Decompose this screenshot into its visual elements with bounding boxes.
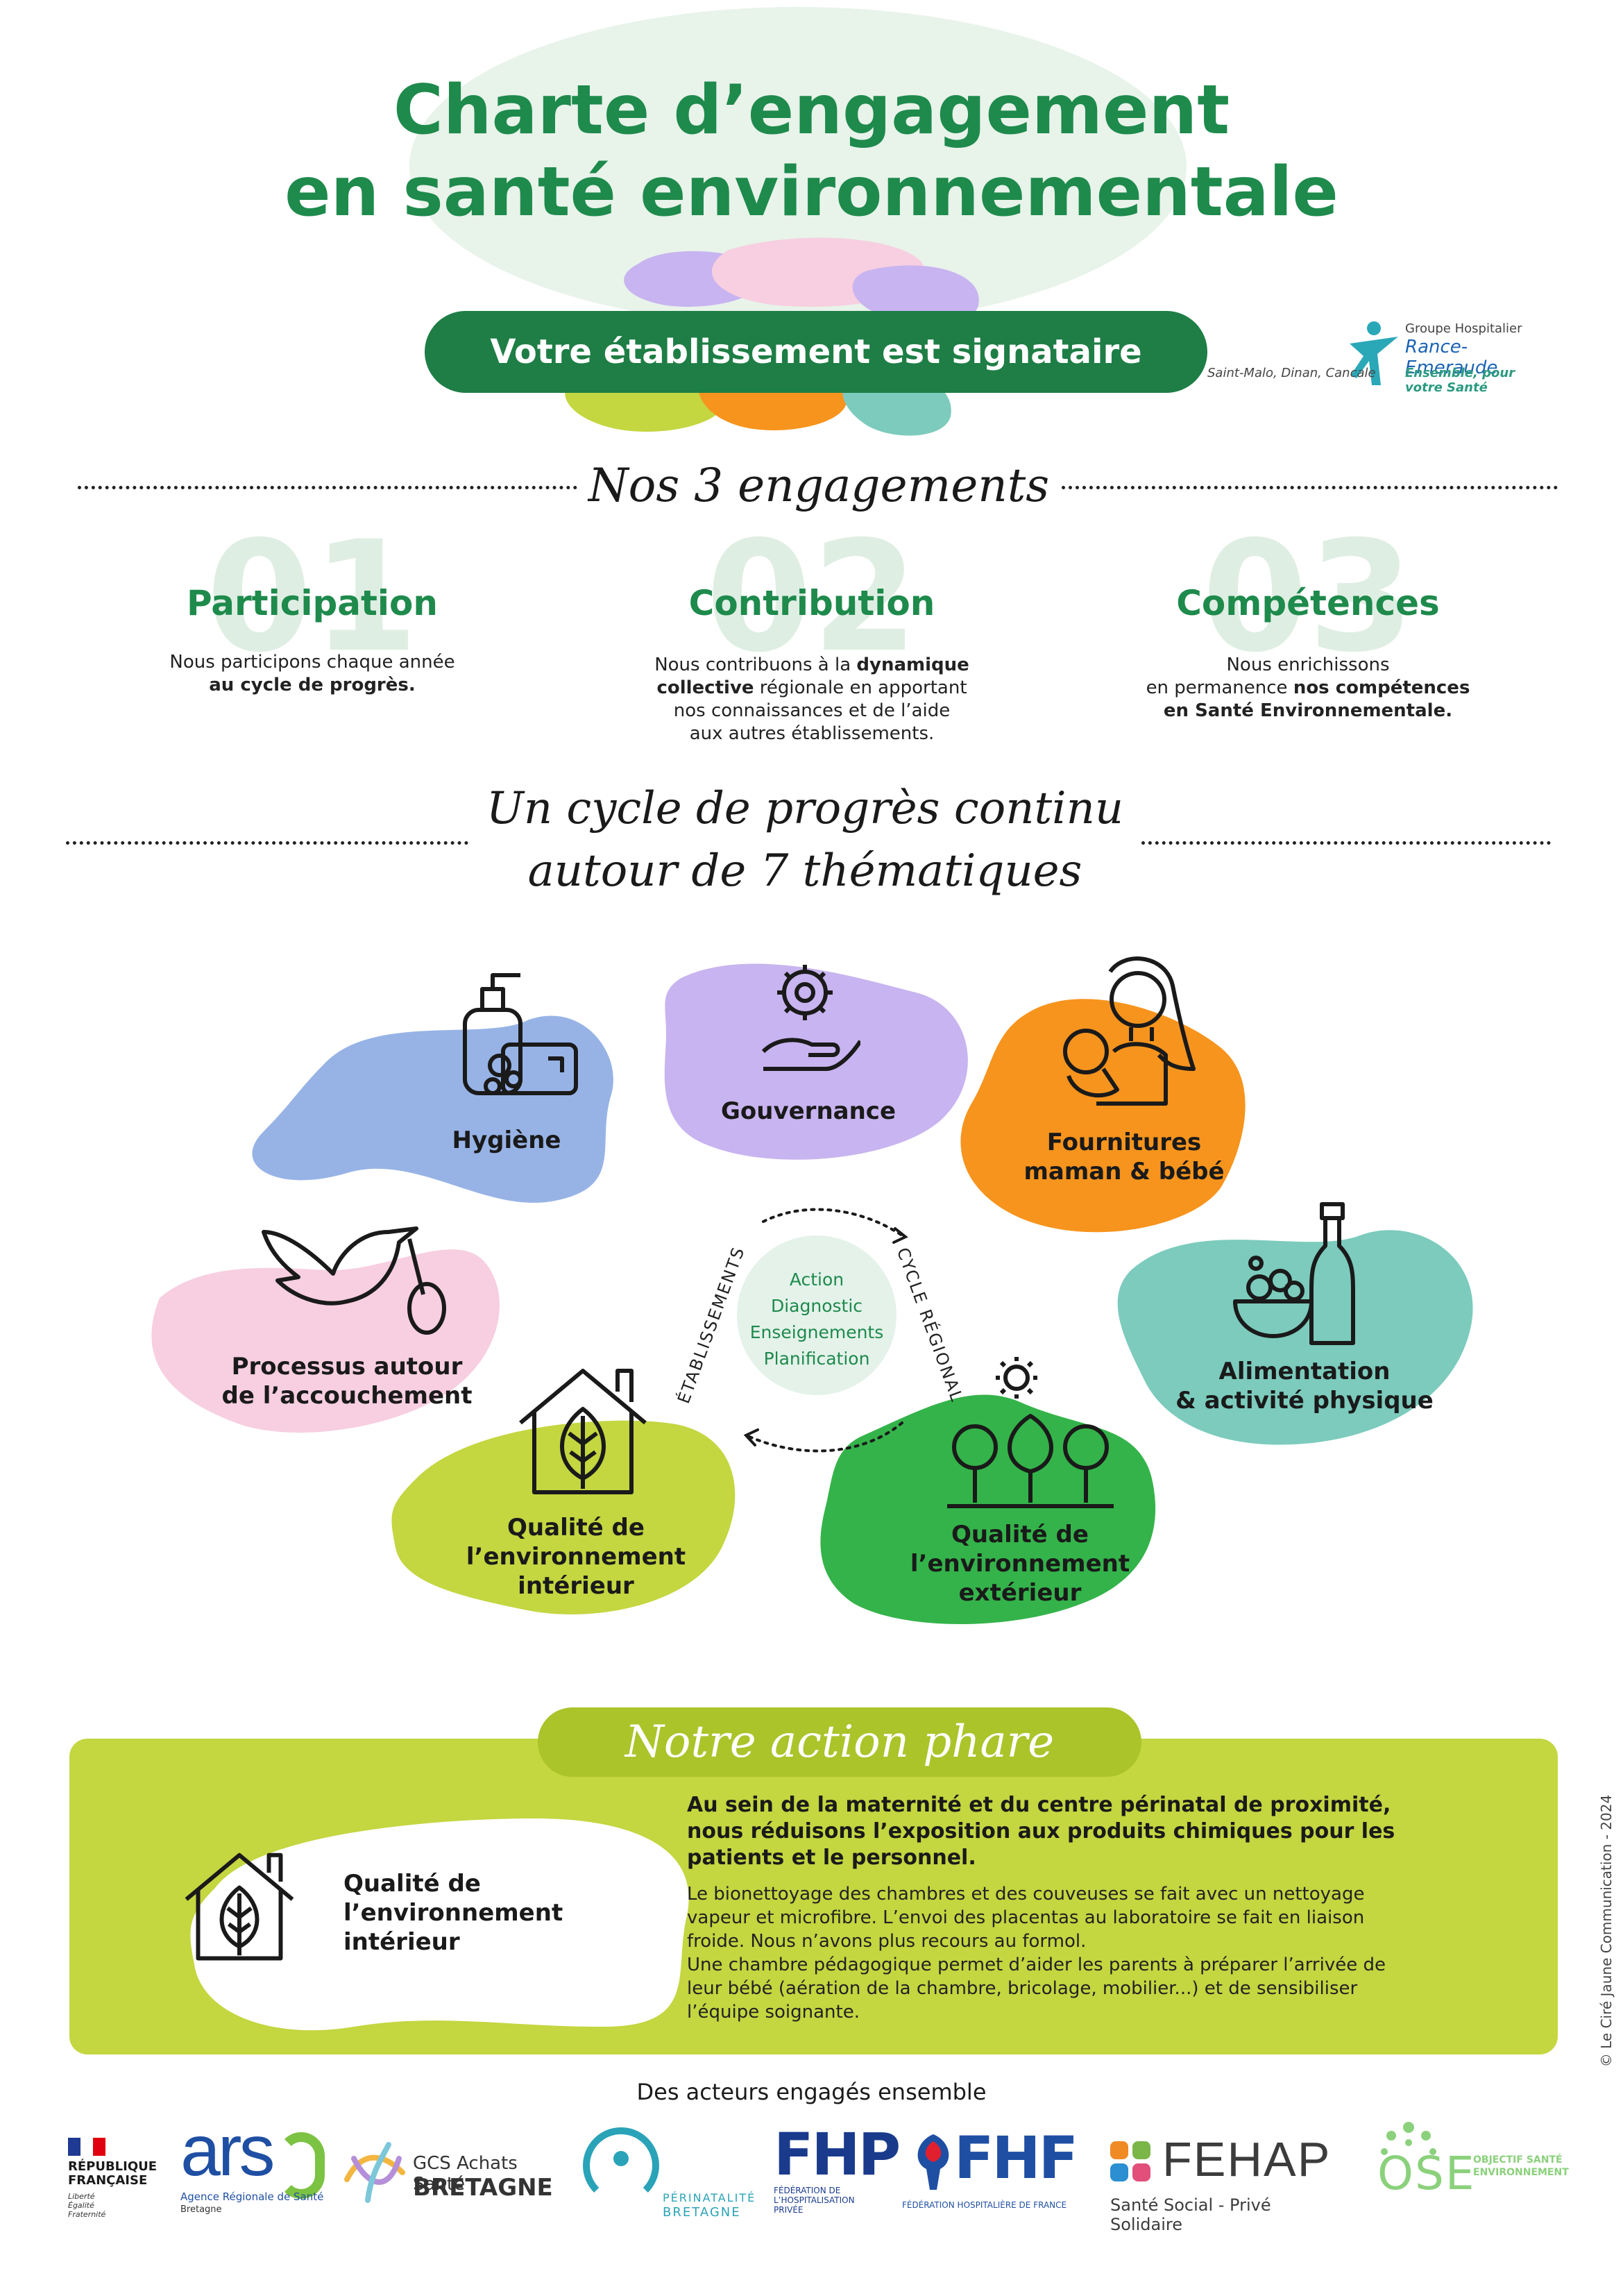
cycle-item-enseignements: Enseignements — [749, 1322, 884, 1342]
footer-heading: Des acteurs engagés ensemble — [636, 2079, 987, 2105]
engagement-title-participation: Participation — [186, 583, 439, 623]
theme-hygiene-label: Hygiène — [452, 1126, 561, 1154]
interieur-blob — [391, 1420, 736, 1614]
logo-gcs-achats-sante: GCS Achats Santé BRETAGNE — [340, 2138, 569, 2214]
theme-interieur-label: Qualité de l’environnement intérieur — [466, 1514, 686, 1600]
cycle-heading: Un cycle de progrès continu autour de 7 … — [486, 783, 1124, 897]
trees-sun-icon — [947, 1357, 1114, 1508]
partner-org-line1: Groupe Hospitalier — [1405, 321, 1522, 336]
french-flag-icon — [68, 2138, 105, 2156]
fournitures-blob — [960, 999, 1246, 1233]
hygiene-blob — [252, 1015, 613, 1203]
signatory-banner: Votre établissement est signataire — [425, 311, 1207, 393]
fhf-tree-icon — [917, 2134, 949, 2190]
action-theme-label: Qualité de l’environnement intérieur — [343, 1870, 563, 1956]
engagement-number-03: 03 — [1201, 508, 1415, 686]
theme-gouvernance-label: Gouvernance — [720, 1097, 897, 1125]
gouvernance-blob — [664, 963, 968, 1160]
copyright-credit: © Le Ciré Jaune Communication - 2024 — [1598, 1794, 1615, 2068]
action-house-leaf-icon — [185, 1852, 294, 1961]
partner-places: Saint-Malo, Dinan, Cancale — [1207, 366, 1376, 380]
engagement-title-contribution: Contribution — [688, 583, 935, 623]
partner-slogan: Ensemble, pour votre Santé — [1405, 366, 1515, 395]
cycle-item-action: Action — [789, 1269, 844, 1290]
header-background-shapes — [409, 7, 1187, 436]
logo-ars: ars Agence Régionale de Santé Bretagne — [180, 2111, 325, 2215]
cycle-divider-left — [66, 841, 468, 845]
engagement-text-competences: Nous enrichissons en permanence nos comp… — [1146, 655, 1470, 721]
house-leaf-icon — [519, 1369, 647, 1494]
mother-baby-icon — [1063, 956, 1196, 1106]
engagement-number-01: 01 — [205, 508, 419, 686]
engagement-text-contribution: Nous contribuons à la dynamique collecti… — [654, 655, 969, 744]
theme-alimentation-label: Alimentation & activité physique — [1175, 1358, 1434, 1415]
soap-icon — [463, 973, 578, 1095]
runner-figure-icon — [1350, 321, 1398, 385]
stork-icon — [262, 1226, 446, 1335]
cycle-arrows — [743, 1208, 908, 1453]
engagement-title-competences: Compétences — [1176, 583, 1440, 623]
gear-hand-icon — [761, 965, 860, 1071]
ribbon-knot-icon — [344, 2142, 405, 2203]
partner-logo-rance-emeraude: Groupe Hospitalier Rance-Emeraude Saint-… — [1207, 316, 1554, 399]
engagement-number-02: 02 — [705, 508, 919, 686]
food-bottle-icon — [1233, 1202, 1355, 1345]
cycle-item-planification: Planification — [763, 1349, 870, 1369]
divider-right — [1062, 486, 1558, 489]
page-title: Charte d’engagement en santé environneme… — [284, 71, 1339, 232]
divider-left — [78, 486, 577, 489]
cycle-divider-right — [1141, 841, 1551, 845]
cycle-center-list: Action Diagnostic Enseignements Planific… — [737, 1267, 897, 1372]
fehap-squares-icon — [1110, 2141, 1152, 2183]
logo-fhf: FHF FÉDÉRATION HOSPITALIÈRE DE FRANCE — [902, 2124, 1078, 2210]
action-lead-text: Au sein de la maternité et du centre pér… — [687, 1793, 1395, 1870]
partner-org-line2: Rance-Emeraude — [1405, 337, 1498, 378]
action-heading: Notre action phare — [538, 1707, 1141, 1777]
alimentation-blob — [1117, 1230, 1473, 1445]
theme-processus-label: Processus autour de l’accouchement — [221, 1353, 473, 1410]
exterieur-blob — [820, 1394, 1156, 1624]
engagement-text-participation: Nous participons chaque année au cycle d… — [169, 652, 455, 695]
ose-dots-icon — [1381, 2122, 1436, 2155]
logo-fehap: FEHAP Santé Social - Privé Solidaire — [1110, 2132, 1332, 2234]
engagements-heading: Nos 3 engagements — [588, 459, 1050, 512]
theme-exterieur-label: Qualité de l’environnement extérieur — [910, 1521, 1130, 1607]
action-body-text: Le bionettoyage des chambres et des couv… — [687, 1884, 1386, 2023]
action-white-blob — [190, 1818, 689, 2031]
logo-perinatalite-bretagne: PÉRINATALITÉ BRETAGNE — [583, 2127, 754, 2225]
cycle-center-circle — [737, 1235, 897, 1395]
theme-fournitures-label: Fournitures maman & bébé — [1023, 1129, 1225, 1185]
cycle-item-diagnostic: Diagnostic — [770, 1296, 863, 1316]
